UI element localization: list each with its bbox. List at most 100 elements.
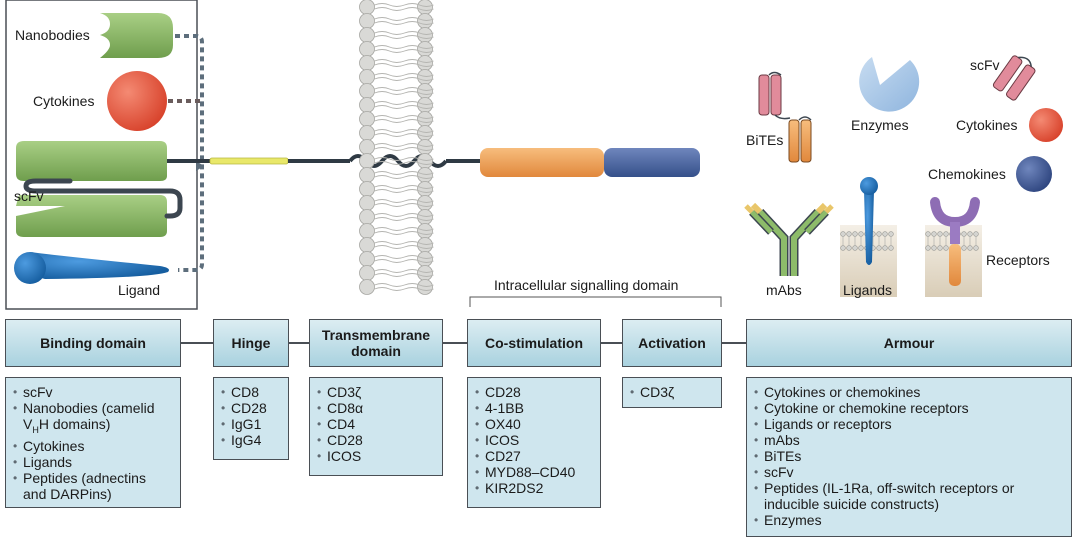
lipid-head — [937, 245, 943, 251]
list-item: IgG4 — [221, 432, 282, 448]
lipid-head — [417, 153, 433, 169]
transmembrane-list: CD3ζ CD8α CD4 CD28 ICOS — [309, 377, 443, 476]
hinge-segment — [209, 157, 289, 165]
list-item: Cytokines or chemokines — [754, 384, 1065, 400]
list-item: CD8 — [221, 384, 282, 400]
lipid-head — [359, 69, 375, 85]
lipid-tail — [374, 3, 434, 11]
lipid-head — [846, 231, 852, 237]
lipid-head — [359, 125, 375, 141]
lipid-head — [876, 231, 882, 237]
label-scfv-right: scFv — [970, 57, 1000, 73]
hinge-box: Hinge — [213, 319, 289, 367]
lipid-tail — [374, 115, 434, 123]
receptor-tail — [949, 244, 961, 286]
activation-domain — [604, 148, 700, 177]
lipid-head — [961, 231, 967, 237]
list-item: CD3ζ — [317, 384, 436, 400]
lipid-head — [876, 245, 882, 251]
lipid-tail — [374, 269, 434, 277]
lipid-head — [359, 251, 375, 267]
lipid-tail — [374, 17, 434, 25]
lipid-tail — [374, 199, 434, 207]
lipid-head — [359, 41, 375, 57]
armour-box: Armour — [746, 319, 1072, 367]
lipid-tail — [374, 73, 434, 81]
list-item: Ligands or receptors — [754, 416, 1065, 432]
lipid-head — [931, 231, 937, 237]
list-item: CD28 — [475, 384, 594, 400]
armour-list: Cytokines or chemokines Cytokine or chem… — [746, 377, 1072, 537]
lipid-head — [417, 209, 433, 225]
list-item: scFv — [754, 464, 1065, 480]
label-chemokines: Chemokines — [928, 166, 1006, 182]
lipid-head — [417, 97, 433, 113]
lipid-head — [359, 97, 375, 113]
lipid-head — [359, 0, 375, 15]
binding-domain-box: Binding domain — [5, 319, 181, 367]
label-bites: BiTEs — [746, 132, 784, 148]
lipid-head — [417, 279, 433, 295]
lipid-tail — [374, 171, 434, 179]
lipid-head — [359, 83, 375, 99]
lipid-head — [359, 55, 375, 71]
lipid-head — [882, 245, 888, 251]
lipid-tail — [374, 283, 434, 291]
hinge-list: CD8 CD28 IgG1 IgG4 — [213, 377, 289, 460]
lipid-head — [417, 251, 433, 267]
lipid-head — [943, 245, 949, 251]
transmembrane-title-line2: domain — [351, 343, 401, 359]
intracellular-bracket — [469, 296, 722, 307]
lipid-head — [888, 245, 894, 251]
transmembrane-title-line1: Transmembrane — [321, 327, 431, 343]
costimulation-box: Co-stimulation — [467, 319, 601, 367]
lipid-head — [931, 245, 937, 251]
lipid-tail — [374, 87, 434, 95]
label-cytokines: Cytokines — [33, 93, 95, 109]
lipid-head — [417, 83, 433, 99]
lipid-head — [359, 279, 375, 295]
receptor-neck — [950, 222, 960, 244]
vhh-text: VHH domains) — [23, 416, 111, 435]
lipid-tail — [374, 59, 434, 67]
lipid-head — [359, 195, 375, 211]
lipid-head — [967, 245, 973, 251]
lipid-head — [359, 111, 375, 127]
label-ligands: Ligands — [843, 282, 893, 298]
list-item: CD28 — [221, 400, 282, 416]
list-item: CD28 — [317, 432, 436, 448]
lipid-head — [359, 237, 375, 253]
scfv-small-icon — [992, 55, 1036, 101]
lipid-tail — [374, 213, 434, 221]
lipid-head — [359, 27, 375, 43]
lipid-head — [961, 245, 967, 251]
lipid-head — [359, 181, 375, 197]
lipid-tail — [374, 143, 434, 151]
receptor-cup — [930, 197, 980, 228]
list-item: CD8α — [317, 400, 436, 416]
lipid-head — [417, 195, 433, 211]
dashed-arrowhead — [196, 161, 204, 171]
list-item: Peptides (IL-1Ra, off-switch receptors o… — [754, 480, 1065, 512]
mab-icon — [744, 202, 834, 276]
cytokine-small-icon — [1029, 108, 1063, 142]
list-item: CD27 — [475, 448, 594, 464]
list-item: MYD88–CD40 — [475, 464, 594, 480]
scfv-upper-block — [16, 141, 167, 181]
lipid-head — [852, 245, 858, 251]
lipid-tail — [374, 157, 434, 165]
lipid-head — [840, 245, 846, 251]
membrane-ligand-head — [860, 177, 878, 195]
lipid-head — [417, 69, 433, 85]
cell-membrane — [359, 0, 434, 295]
lipid-head — [417, 139, 433, 155]
lipid-head — [417, 41, 433, 57]
list-item: BiTEs — [754, 448, 1065, 464]
lipid-head — [417, 265, 433, 281]
transmembrane-domain-box: Transmembrane domain — [309, 319, 443, 367]
list-item: KIR2DS2 — [475, 480, 594, 496]
